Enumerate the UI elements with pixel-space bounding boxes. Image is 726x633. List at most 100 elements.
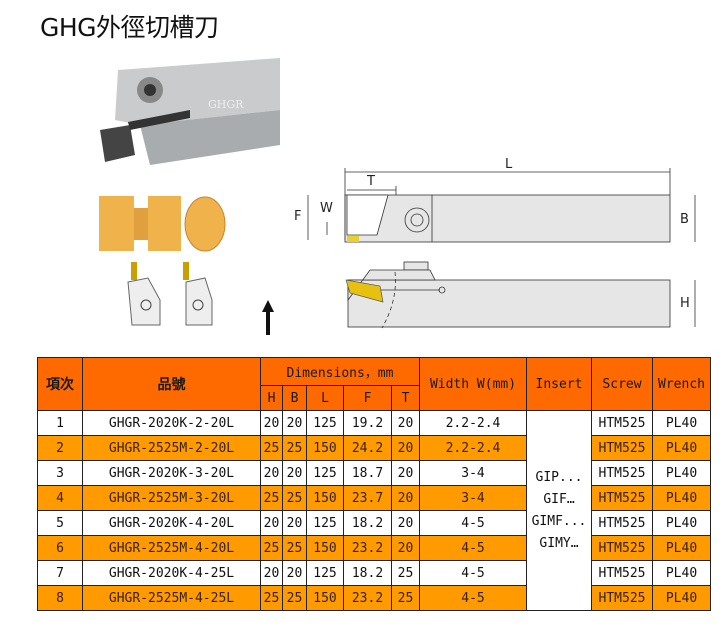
cell-t: 20 [391, 460, 420, 486]
cell-item: 3 [37, 460, 83, 486]
insert-value: GIF… [543, 491, 575, 507]
header-screw: Screw [591, 357, 653, 411]
header-dimensions: Dimensions，mm [260, 357, 420, 386]
label-B: B [680, 212, 689, 227]
cell-h: 20 [260, 410, 283, 436]
cell-t: 20 [391, 435, 420, 461]
insert-value: GIP... [535, 469, 583, 485]
cell-item: 8 [37, 585, 83, 611]
cell-b: 20 [282, 560, 307, 586]
cell-wrench: PL40 [652, 560, 711, 586]
header-insert: Insert [526, 357, 592, 411]
cell-width: 3-4 [419, 485, 527, 511]
workpiece-illustration [99, 196, 226, 252]
cell-screw: HTM525 [591, 485, 653, 511]
cell-part: GHGR-2020K-2-20L [82, 410, 261, 436]
cell-screw: HTM525 [591, 435, 653, 461]
cell-wrench: PL40 [652, 485, 711, 511]
cell-wrench: PL40 [652, 410, 711, 436]
dimension-diagram: L T F W B H [294, 157, 696, 329]
cell-width: 4-5 [419, 585, 527, 611]
cell-part: GHGR-2525M-4-25L [82, 585, 261, 611]
cell-wrench: PL40 [652, 585, 711, 611]
cell-screw: HTM525 [591, 510, 653, 536]
cell-l: 125 [306, 510, 344, 536]
insert-value: GIMY… [539, 535, 579, 551]
cell-width: 3-4 [419, 460, 527, 486]
cell-b: 25 [282, 435, 307, 461]
label-T: T [366, 174, 375, 189]
insert-icons [127, 262, 213, 326]
cell-h: 25 [260, 485, 283, 511]
page-title: GHG外徑切槽刀 [40, 13, 219, 42]
label-L: L [505, 157, 513, 172]
cell-t: 25 [391, 585, 420, 611]
cell-t: 20 [391, 410, 420, 436]
cell-b: 25 [282, 485, 307, 511]
cell-h: 25 [260, 435, 283, 461]
cell-l: 125 [306, 410, 344, 436]
cell-width: 2.2-2.4 [419, 410, 527, 436]
cell-b: 25 [282, 535, 307, 561]
tool-photos: GHGR [99, 58, 280, 335]
cell-f: 23.2 [343, 535, 392, 561]
cell-screw: HTM525 [591, 535, 653, 561]
cell-l: 150 [306, 485, 344, 511]
cell-b: 20 [282, 460, 307, 486]
cell-h: 20 [260, 460, 283, 486]
header-width: Width W(mm) [419, 357, 527, 411]
cell-wrench: PL40 [652, 535, 711, 561]
header-H: H [260, 385, 283, 411]
cell-t: 25 [391, 560, 420, 586]
cell-h: 25 [260, 585, 283, 611]
cell-f: 19.2 [343, 410, 392, 436]
tool-holder-photo: GHGR [100, 58, 280, 165]
cell-part: GHGR-2020K-4-25L [82, 560, 261, 586]
cell-item: 2 [37, 435, 83, 461]
cell-f: 24.2 [343, 435, 392, 461]
header-F: F [343, 385, 392, 411]
cell-wrench: PL40 [652, 435, 711, 461]
cell-f: 18.2 [343, 510, 392, 536]
cell-part: GHGR-2525M-3-20L [82, 485, 261, 511]
cell-l: 150 [306, 585, 344, 611]
cell-screw: HTM525 [591, 560, 653, 586]
cell-item: 7 [37, 560, 83, 586]
header-B: B [282, 385, 307, 411]
cell-t: 20 [391, 485, 420, 511]
insert-cell: GIP... GIF… GIMF... GIMY… [526, 410, 592, 611]
cell-h: 20 [260, 560, 283, 586]
header-part: 品號 [82, 357, 261, 411]
cell-item: 4 [37, 485, 83, 511]
cell-screw: HTM525 [591, 410, 653, 436]
cell-part: GHGR-2020K-4-20L [82, 510, 261, 536]
cell-screw: HTM525 [591, 460, 653, 486]
cell-wrench: PL40 [652, 510, 711, 536]
cell-l: 150 [306, 435, 344, 461]
cell-item: 1 [37, 410, 83, 436]
cell-b: 25 [282, 585, 307, 611]
header-item: 項次 [37, 357, 83, 411]
cell-f: 18.7 [343, 460, 392, 486]
label-H: H [680, 296, 690, 311]
cell-b: 20 [282, 510, 307, 536]
cell-part: GHGR-2020K-3-20L [82, 460, 261, 486]
photo-label: GHGR [208, 98, 244, 111]
insert-value: GIMF... [531, 513, 587, 529]
up-arrow-icon [262, 300, 274, 335]
header-wrench: Wrench [652, 357, 711, 411]
cell-t: 20 [391, 535, 420, 561]
cell-part: GHGR-2525M-4-20L [82, 535, 261, 561]
label-W: W [320, 201, 333, 216]
cell-l: 125 [306, 460, 344, 486]
cell-part: GHGR-2525M-2-20L [82, 435, 261, 461]
cell-h: 20 [260, 510, 283, 536]
